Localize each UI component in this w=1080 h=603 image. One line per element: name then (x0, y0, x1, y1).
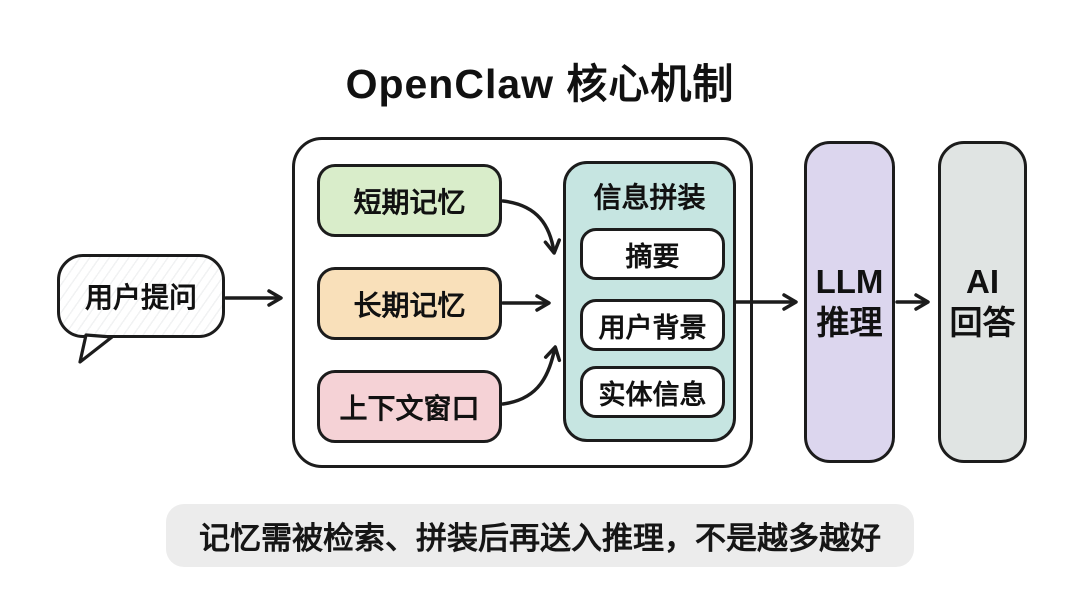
assembly-item-user-background-label: 用户背景 (598, 312, 707, 343)
user-question-bubble: 用户提问 (57, 254, 225, 338)
long-term-memory-box: 长期记忆 (317, 267, 502, 340)
assembly-item-user-background: 用户背景 (580, 299, 725, 351)
llm-reasoning-box: LLM 推理 (804, 141, 895, 463)
bubble-tail (78, 333, 114, 364)
bottom-caption-text: 记忆需被检索、拼装后再送入推理，不是越多越好 (199, 521, 881, 556)
llm-label-line1: LLM (815, 262, 884, 300)
info-assembly-title: 信息拼装 (593, 182, 706, 213)
info-assembly-box: 信息拼装 摘要 用户背景 实体信息 (563, 161, 736, 442)
context-window-label: 上下文窗口 (339, 392, 480, 424)
llm-label-line2: 推理 (816, 304, 883, 341)
short-term-memory-label: 短期记忆 (353, 186, 466, 218)
long-term-memory-label: 长期记忆 (353, 289, 466, 321)
assembly-item-entity-info: 实体信息 (580, 366, 725, 418)
assembly-item-summary-label: 摘要 (625, 241, 680, 272)
assembly-item-summary: 摘要 (580, 228, 725, 280)
ai-answer-box: AI 回答 (938, 141, 1027, 463)
assembly-item-entity-info-label: 实体信息 (598, 379, 707, 410)
bottom-caption: 记忆需被检索、拼装后再送入推理，不是越多越好 (166, 504, 914, 567)
diagram-title: OpenClaw 核心机制 (345, 61, 735, 107)
ai-label-line2: 回答 (949, 304, 1016, 341)
ai-label-line1: AI (966, 262, 999, 300)
context-window-box: 上下文窗口 (317, 370, 502, 443)
short-term-memory-box: 短期记忆 (317, 164, 502, 237)
user-question-label: 用户提问 (84, 282, 197, 313)
